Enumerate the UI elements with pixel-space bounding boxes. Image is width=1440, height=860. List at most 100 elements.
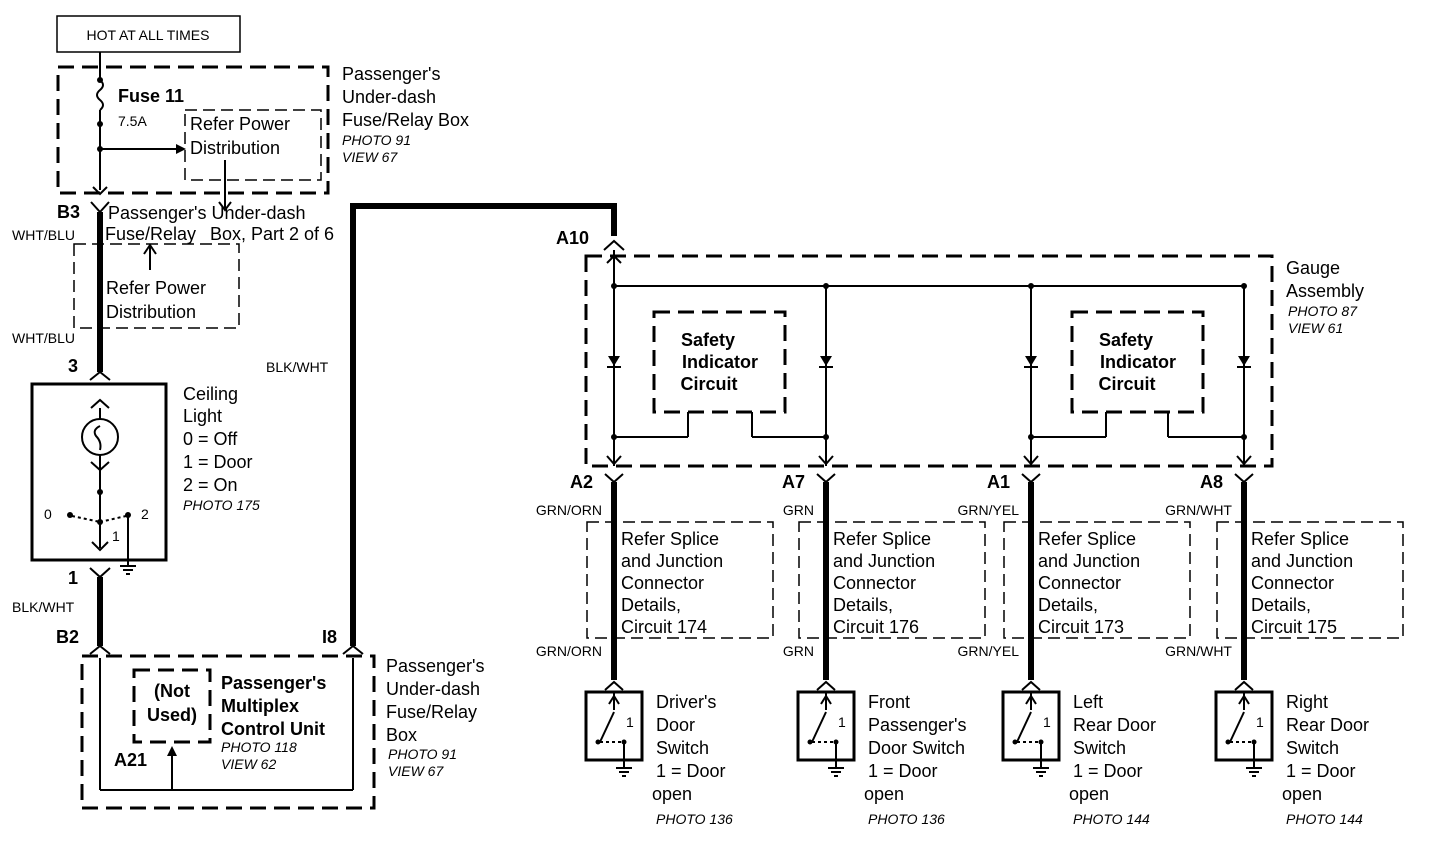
pin-b2: B2 <box>56 627 79 647</box>
bottom-box-photo: PHOTO 91 <box>388 746 457 762</box>
junction-dot-2 <box>1028 283 1034 289</box>
door-switch-icon-2 <box>1016 711 1032 743</box>
gauge-title-1: Gauge <box>1286 258 1340 278</box>
switch-name-2-3: 1 = Door <box>1073 761 1143 781</box>
circuit-left-1: Safety <box>681 330 735 350</box>
refer-mid-1: Refer Power <box>106 278 206 298</box>
hot-at-all-times-label: HOT AT ALL TIMES <box>87 27 210 43</box>
wire-label-0: GRN/ORN <box>536 502 602 518</box>
refer-splice-box-1 <box>798 521 986 639</box>
refer-splice-line-3-3: Details, <box>1251 595 1311 615</box>
switch-pos0-dot <box>67 512 73 518</box>
pin-label-0: A2 <box>570 472 593 492</box>
pin-a10: A10 <box>556 228 589 248</box>
junction-dot-low-3 <box>1241 434 1247 440</box>
ceiling-title-1: Ceiling <box>183 384 238 404</box>
refer-splice-line-1-2: Connector <box>833 573 916 593</box>
switch-name-1-1: Passenger's <box>868 715 967 735</box>
not-used-1: (Not <box>154 681 190 701</box>
refer-splice-line-3-0: Refer Splice <box>1251 529 1349 549</box>
switch-connector-icon-3 <box>1234 680 1254 691</box>
refer-splice-line-3-2: Connector <box>1251 573 1334 593</box>
switch-pos-1-3: 1 <box>1256 714 1264 730</box>
circuit-right-2: Indicator <box>1100 352 1176 372</box>
switch-name-2-4: open <box>1069 784 1109 804</box>
bottom-box-view: VIEW 67 <box>388 763 444 779</box>
pin-label-3: A8 <box>1200 472 1223 492</box>
refer-distribution-label: Distribution <box>190 138 280 158</box>
refer-splice-box-2 <box>1003 521 1191 639</box>
refer-splice-line-3-4: Circuit 175 <box>1251 617 1337 637</box>
switch-connector-icon-0 <box>604 680 624 691</box>
diode-icon-2 <box>1025 356 1037 366</box>
circuit-left-3: Circuit <box>680 374 737 394</box>
refer-splice-line-2-4: Circuit 173 <box>1038 617 1124 637</box>
wire-label-1: GRN <box>783 502 814 518</box>
ceiling-pos-0: 0 <box>44 506 52 522</box>
junction-dot-1 <box>823 283 829 289</box>
wire-label-lower-1: GRN <box>783 643 814 659</box>
connector-icon-0 <box>606 455 622 466</box>
unit-view: VIEW 62 <box>221 756 276 772</box>
refer-splice-line-1-0: Refer Splice <box>833 529 931 549</box>
fuse-11-icon <box>96 79 104 111</box>
arrow-up-icon <box>167 746 177 756</box>
multiplex-box <box>80 654 376 810</box>
refer-splice-line-0-4: Circuit 174 <box>621 617 707 637</box>
junction-dot-low-2 <box>1028 434 1034 440</box>
refer-splice-line-1-4: Circuit 176 <box>833 617 919 637</box>
unit-name-2: Multiplex <box>221 696 299 716</box>
not-used-2: Used) <box>147 705 197 725</box>
arrow-icon <box>176 144 186 154</box>
part-text-2: Fuse/Relay <box>105 224 196 244</box>
wire-blk-wht-main <box>350 203 617 646</box>
circuit-left-2: Indicator <box>682 352 758 372</box>
switch-name-3-4: open <box>1282 784 1322 804</box>
switch-connector-icon-2 <box>1021 680 1041 691</box>
gauge-view: VIEW 61 <box>1288 320 1343 336</box>
top-box-title-2: Under-dash <box>342 87 436 107</box>
wire-label-2: GRN/YEL <box>958 502 1020 518</box>
pin-label-1: A7 <box>782 472 805 492</box>
part-text-1: Passenger's Under-dash <box>108 203 306 223</box>
bottom-box-title-4: Box <box>386 725 417 745</box>
wire-label-lower-3: GRN/WHT <box>1165 643 1232 659</box>
door-switch-icon-1 <box>811 711 827 743</box>
fuse-name: Fuse 11 <box>118 86 184 106</box>
refer-splice-line-2-1: and Junction <box>1038 551 1140 571</box>
switch-name-0-0: Driver's <box>656 692 716 712</box>
wire-label-3: GRN/WHT <box>1165 502 1232 518</box>
ceiling-photo: PHOTO 175 <box>183 497 260 513</box>
connector-icon-3 <box>1236 455 1252 466</box>
switch-name-3-0: Right <box>1286 692 1328 712</box>
top-box-photo: PHOTO 91 <box>342 132 411 148</box>
refer-splice-line-1-3: Details, <box>833 595 893 615</box>
ceiling-mode-1: 1 = Door <box>183 452 253 472</box>
switch-name-2-1: Rear Door <box>1073 715 1156 735</box>
ceiling-title-2: Light <box>183 406 222 426</box>
switch-name-3-2: Switch <box>1286 738 1339 758</box>
switch-photo-3: PHOTO 144 <box>1286 811 1363 827</box>
gauge-title-2: Assembly <box>1286 281 1364 301</box>
diode-icon-0 <box>608 356 620 366</box>
ceiling-mode-0: 0 = Off <box>183 429 238 449</box>
switch-name-3-3: 1 = Door <box>1286 761 1356 781</box>
switch-name-0-1: Door <box>656 715 695 735</box>
switch-photo-2: PHOTO 144 <box>1073 811 1150 827</box>
wire-label-wht-blu-bottom: WHT/BLU <box>12 330 75 346</box>
switch-connector-icon-1 <box>816 680 836 691</box>
top-box-view: VIEW 67 <box>342 149 398 165</box>
ceiling-light-box <box>30 382 168 575</box>
switch-photo-0: PHOTO 136 <box>656 811 733 827</box>
circuit-right-3: Circuit <box>1098 374 1155 394</box>
bottom-box-title-2: Under-dash <box>386 679 480 699</box>
bottom-box-title-1: Passenger's <box>386 656 485 676</box>
circuit-right-1: Safety <box>1099 330 1153 350</box>
diode-icon-1 <box>820 356 832 366</box>
refer-splice-line-0-1: and Junction <box>621 551 723 571</box>
pin-3: 3 <box>68 356 78 376</box>
switch-name-0-3: 1 = Door <box>656 761 726 781</box>
refer-mid-2: Distribution <box>106 302 196 322</box>
connector-out-icon-0 <box>604 473 624 484</box>
